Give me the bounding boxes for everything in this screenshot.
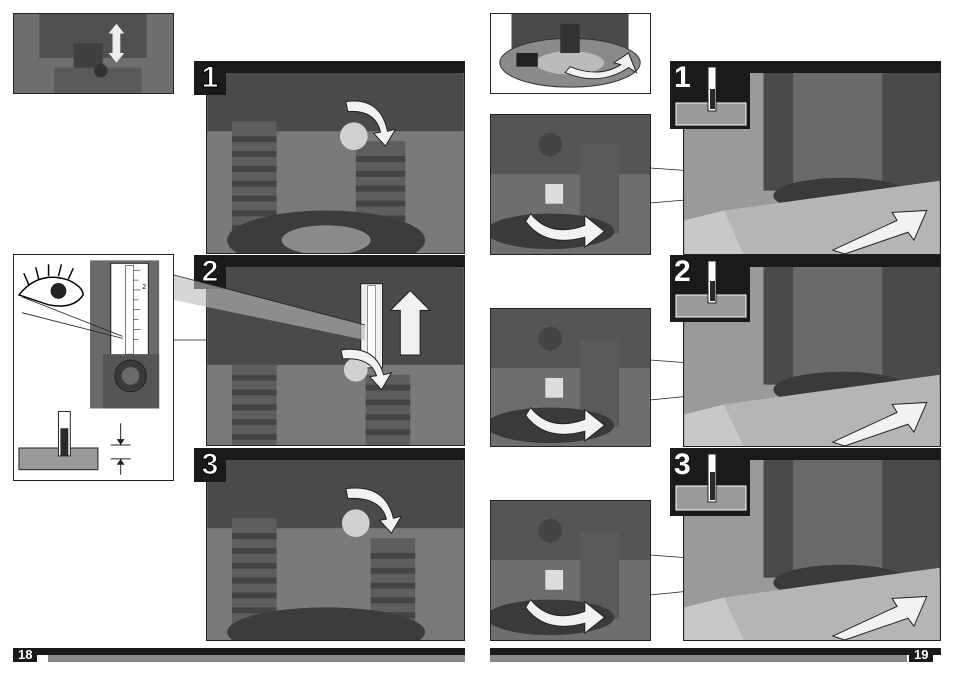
step-number-3-left: 3 <box>194 448 226 482</box>
router-base-illustration <box>491 14 650 93</box>
footer-bar-right <box>490 655 907 662</box>
step-header-bar-1-left <box>194 61 465 73</box>
detail-image-base-1 <box>490 114 651 255</box>
router-top-illustration <box>14 14 173 93</box>
step-panel-1-left <box>206 61 465 254</box>
bit-depth-icon-3 <box>670 448 750 516</box>
bit-depth-icon-1 <box>670 61 750 129</box>
detail-image-router-base <box>490 13 651 94</box>
detail-image-router-top <box>13 13 174 94</box>
footer-bar-top-right <box>490 648 941 655</box>
ruler-eye-illustration <box>14 255 173 480</box>
step-number-block-2-right: 2 <box>670 255 750 322</box>
router-depth-illustration-2 <box>207 256 464 445</box>
detail-image-base-2 <box>490 308 651 447</box>
base-closeup-3 <box>491 501 650 640</box>
base-closeup-2 <box>491 309 650 446</box>
footer-bar-top-left <box>13 648 465 655</box>
ruler-detail-box: 2 <box>13 254 174 481</box>
router-depth-illustration-1 <box>207 62 464 253</box>
step-number-block-3-right: 3 <box>670 448 750 516</box>
bit-depth-icon-2 <box>670 255 750 322</box>
ruler-tick-label: 2 <box>142 283 146 291</box>
page-number-right: 19 <box>909 648 933 662</box>
step-header-bar-3-left <box>194 448 465 460</box>
step-header-bar-2-left <box>194 255 465 267</box>
page-number-left: 18 <box>13 648 37 662</box>
detail-image-base-3 <box>490 500 651 641</box>
footer-bar-left <box>48 655 465 662</box>
base-closeup-1 <box>491 115 650 254</box>
step-panel-2-left <box>206 255 465 446</box>
router-depth-illustration-3 <box>207 449 464 640</box>
step-number-2-left: 2 <box>194 255 226 289</box>
step-number-1-left: 1 <box>194 61 226 95</box>
step-number-block-1-right: 1 <box>670 61 750 129</box>
step-panel-3-left <box>206 448 465 641</box>
